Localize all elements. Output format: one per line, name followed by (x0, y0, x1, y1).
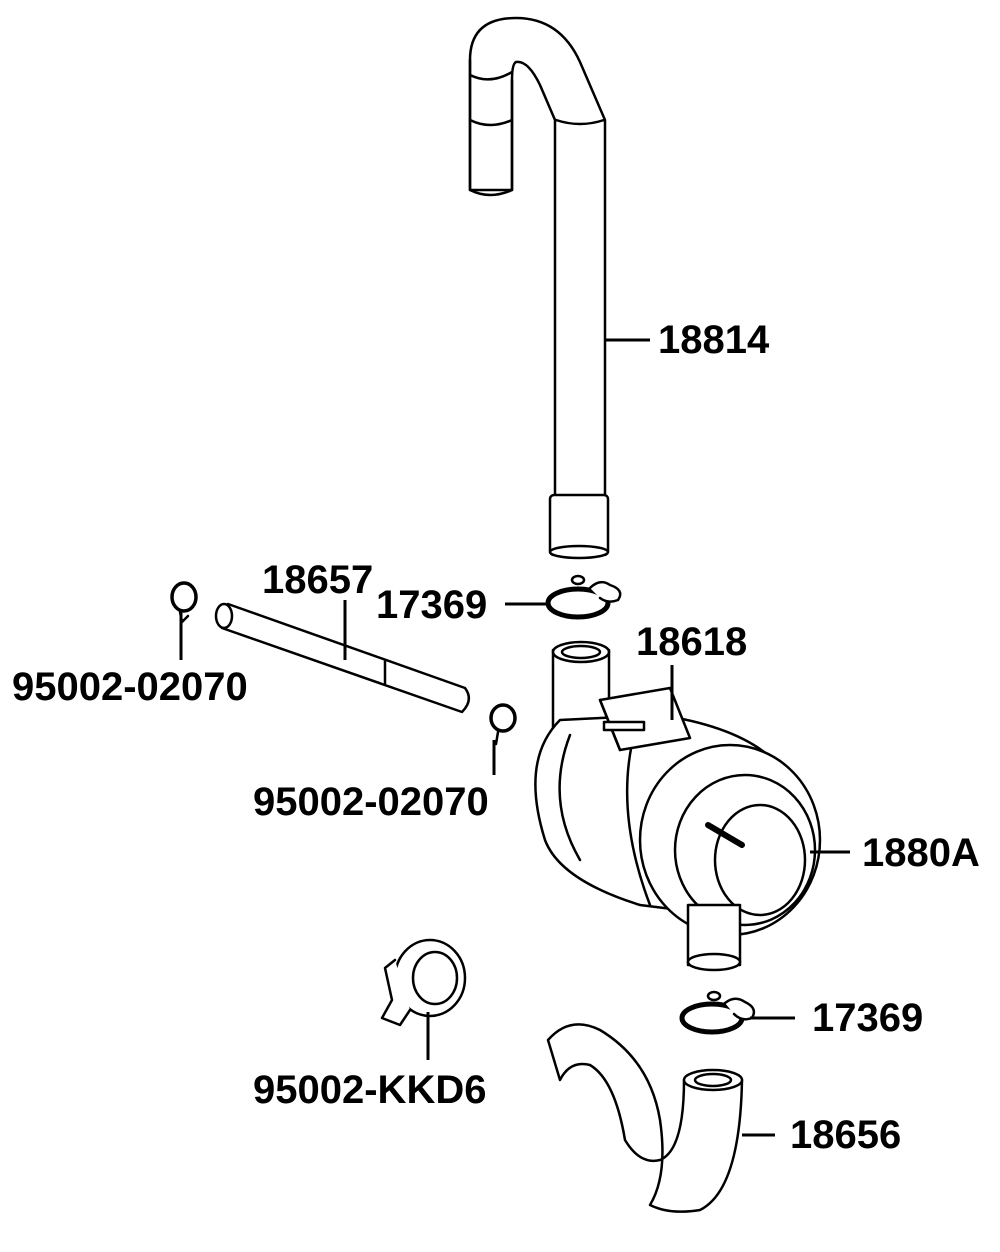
breather-pipe[interactable] (214, 602, 471, 714)
callout-18656[interactable]: 18656 (790, 1113, 902, 1157)
callout-17369-upper[interactable]: 17369 (376, 583, 488, 627)
callout-18618[interactable]: 18618 (636, 620, 748, 664)
callout-17369-lower[interactable]: 17369 (812, 996, 924, 1040)
hose-clamp-lower[interactable] (679, 990, 756, 1035)
callout-18814[interactable]: 18814 (658, 318, 770, 362)
callout-18657[interactable]: 18657 (262, 558, 374, 602)
breather-hose-lower[interactable] (546, 1023, 744, 1213)
breather-separator-assembly[interactable] (534, 640, 822, 972)
callout-95002-kkd6[interactable]: 95002-KKD6 (253, 1068, 487, 1112)
callout-95002-02070-right[interactable]: 95002-02070 (253, 780, 489, 824)
callout-95002-02070-left[interactable]: 95002-02070 (12, 665, 248, 709)
callout-1880A[interactable]: 1880A (862, 831, 980, 875)
large-hose-clamp[interactable] (380, 938, 467, 1027)
breather-hose-upper[interactable] (468, 16, 610, 560)
clip-right[interactable] (489, 703, 517, 746)
clip-left[interactable] (170, 581, 198, 624)
hose-clamp-upper[interactable] (545, 574, 622, 620)
